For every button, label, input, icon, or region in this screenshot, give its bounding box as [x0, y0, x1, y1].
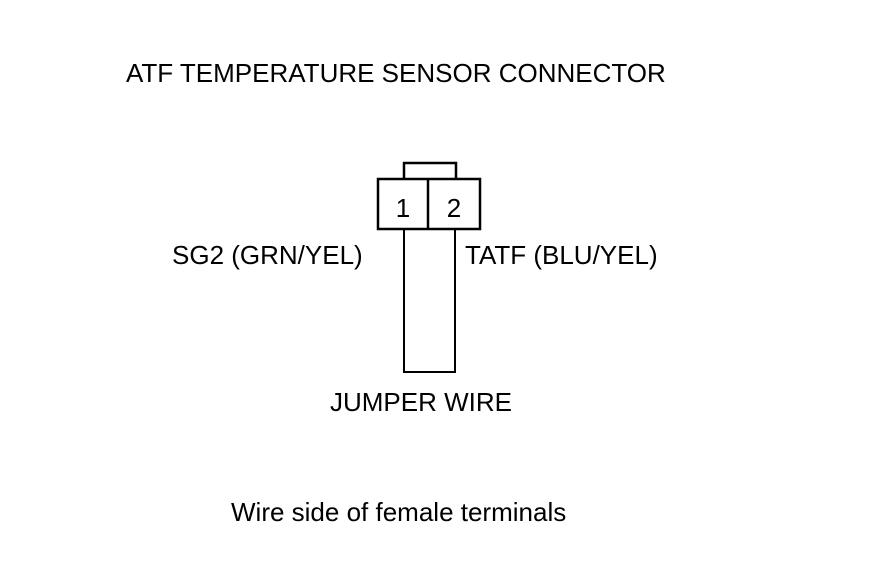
pin-1-label: 1 — [396, 193, 410, 223]
diagram-caption: Wire side of female terminals — [231, 497, 567, 527]
tatf-wire-label: TATF (BLU/YEL) — [465, 240, 658, 270]
jumper-wire-label: JUMPER WIRE — [330, 387, 512, 417]
sg2-wire-label: SG2 (GRN/YEL) — [172, 240, 363, 270]
jumper-wire — [403, 229, 456, 373]
diagram-title: ATF TEMPERATURE SENSOR CONNECTOR — [126, 58, 666, 88]
connector-lock-tab — [402, 161, 458, 179]
pin-2-label: 2 — [447, 193, 461, 223]
